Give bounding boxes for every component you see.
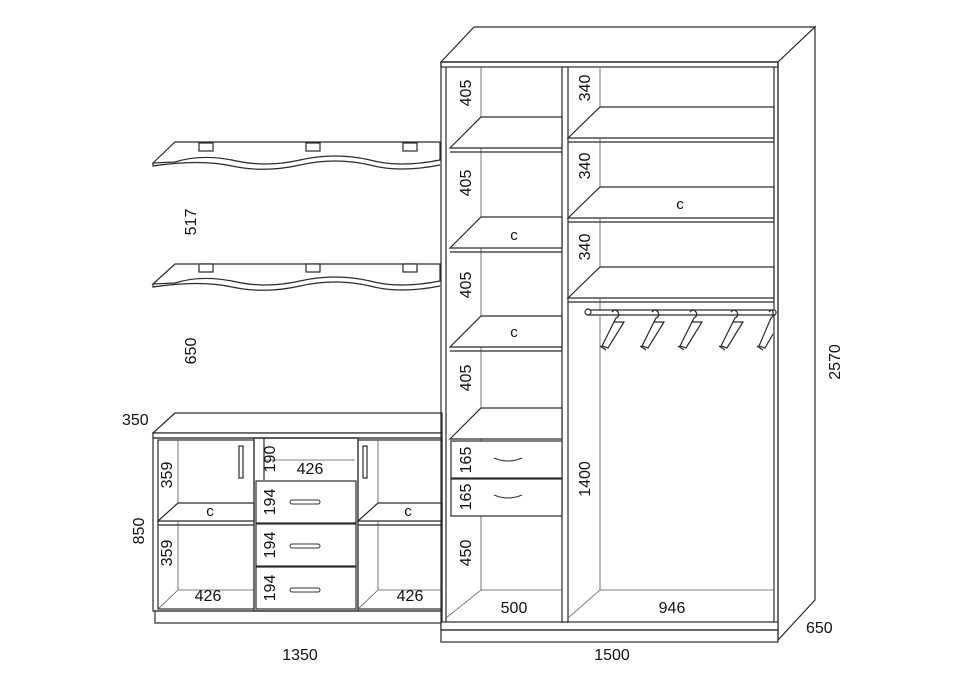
left-compartment-1-height: 405 — [458, 80, 475, 107]
left-lower-height: 359 — [159, 540, 176, 567]
left-upper-height: 359 — [159, 462, 176, 489]
left-compartment-2-height: 405 — [458, 170, 475, 197]
right-compartment-2-height: 340 — [577, 153, 594, 180]
sideboard-depth-dimension: 350 — [122, 412, 149, 429]
wardrobe — [439, 25, 817, 643]
left-compartment-4-height: 405 — [458, 365, 475, 392]
center-drawer-1-height: 194 — [262, 489, 279, 516]
left-drawer-2-height: 165 — [458, 484, 475, 511]
center-drawer-3-height: 194 — [262, 575, 279, 602]
hanger-icon — [599, 309, 626, 351]
left-shelf-mark: c — [206, 503, 214, 520]
shelf-height-dimension: 650 — [183, 338, 200, 365]
right-compartment-1-height: 340 — [577, 75, 594, 102]
left-shelf-mark-1: c — [510, 227, 518, 244]
right-shelf-mark: c — [404, 503, 412, 520]
right-inner-width: 946 — [659, 600, 686, 617]
wardrobe-depth-dimension: 650 — [806, 620, 833, 637]
hanger-icon — [718, 309, 745, 351]
wardrobe-height-dimension: 2570 — [827, 344, 844, 380]
hanger-icon — [756, 309, 774, 351]
center-niche-height: 190 — [262, 446, 279, 473]
right-hanging-height: 1400 — [577, 461, 594, 497]
left-shelf-mark-2: c — [510, 324, 518, 341]
hanger-icon — [639, 309, 666, 351]
hanger-icon — [677, 309, 704, 351]
left-inner-width: 426 — [195, 588, 222, 605]
shelf-gap-dimension: 517 — [183, 209, 200, 236]
right-inner-width: 426 — [397, 588, 424, 605]
sideboard — [151, 412, 443, 624]
center-drawer-2-height: 194 — [262, 532, 279, 559]
wall-shelf-upper — [151, 141, 441, 170]
left-inner-width: 500 — [501, 600, 528, 617]
wardrobe-width-dimension: 1500 — [594, 647, 630, 664]
left-compartment-3-height: 405 — [458, 272, 475, 299]
left-bottom-height: 450 — [458, 540, 475, 567]
wall-shelf-lower — [151, 263, 441, 291]
sideboard-width-dimension: 1350 — [282, 647, 318, 664]
hangers — [599, 309, 774, 351]
left-drawer-1-height: 165 — [458, 447, 475, 474]
right-compartment-3-height: 340 — [577, 234, 594, 261]
center-niche-width: 426 — [297, 461, 324, 478]
right-shelf-mark: c — [676, 196, 684, 213]
sideboard-height-dimension: 850 — [131, 518, 148, 545]
